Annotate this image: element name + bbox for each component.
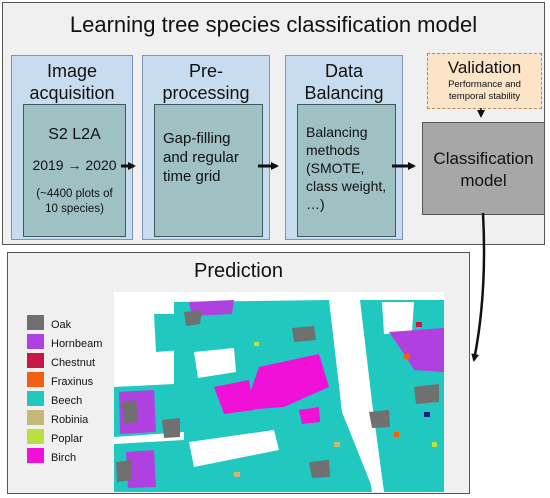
legend-swatch [27, 372, 44, 387]
stage-title-line: Balancing [304, 83, 384, 103]
stage-content-line: time grid [163, 168, 221, 185]
legend-label: Beech [51, 395, 83, 407]
validation-box: Validation Performance and temporal stab… [427, 53, 542, 109]
stage-pre-processing: Pre- processing Gap-filling and regular … [142, 55, 270, 240]
stage-title-line: Data [324, 61, 364, 81]
stage-content-line: class weight, [306, 178, 387, 194]
legend-label: Robinia [51, 414, 89, 426]
legend-swatch [27, 448, 44, 463]
legend-swatch [27, 410, 44, 425]
legend-swatch [27, 429, 44, 444]
stage-content-line: 10 species) [45, 203, 104, 215]
legend-label: Hornbeam [51, 338, 103, 350]
validation-subtitle-line: temporal stability [448, 91, 521, 102]
legend-swatch [27, 353, 44, 368]
legend-label: Poplar [51, 433, 83, 445]
stage-title-line: acquisition [29, 83, 115, 103]
stage-content-box: Gap-filling and regular time grid [154, 104, 263, 237]
stage-title: Data Balancing [286, 60, 402, 104]
legend-swatch [27, 334, 44, 349]
stage-content-line: (~4400 plots of [36, 188, 113, 200]
stage-image-acquisition: Image acquisition S2 L2A 2019 → 2020 (~4… [11, 55, 133, 240]
stage-title-line: processing [162, 83, 250, 103]
training-panel: Learning tree species classification mod… [2, 2, 545, 245]
legend-label: Fraxinus [51, 376, 94, 388]
stage-content-line: …) [306, 196, 325, 212]
stage-content-box: Balancing methods (SMOTE, class weight, … [297, 104, 396, 237]
stage-title-line: Pre- [188, 61, 223, 81]
stage-content-line: S2 L2A [48, 126, 101, 143]
legend-swatch [27, 391, 44, 406]
stage-content-line: Gap-filling [163, 130, 231, 147]
legend-label: Chestnut [51, 357, 96, 369]
classification-label-line: Classification [433, 149, 534, 168]
legend-label: Oak [51, 319, 72, 331]
diagram-title: Learning tree species classification mod… [69, 12, 478, 37]
classification-label-line: model [460, 171, 507, 190]
stage-content-line: 2019 → 2020 [32, 157, 117, 173]
prediction-map [114, 292, 444, 492]
stage-title: Image acquisition [12, 60, 132, 104]
legend-label: Birch [51, 452, 77, 464]
classification-model-box: Classification model [422, 122, 545, 215]
prediction-title: Prediction [194, 260, 283, 282]
stage-title: Pre- processing [143, 60, 269, 104]
legend-swatch [27, 315, 44, 330]
stage-content-box: S2 L2A 2019 → 2020 (~4400 plots of 10 sp… [23, 104, 126, 237]
stage-content-text: Balancing methods (SMOTE, class weight, … [306, 123, 391, 213]
validation-title: Validation [447, 58, 522, 77]
stage-data-balancing: Data Balancing Balancing methods (SMOTE,… [285, 55, 403, 240]
stage-content-line: (SMOTE, [306, 160, 365, 176]
stage-content-line: Balancing [306, 124, 368, 140]
stage-title-line: Image [46, 61, 98, 81]
stage-content-line: methods [306, 142, 360, 158]
stage-content-line: and regular [163, 149, 239, 166]
validation-subtitle-line: Performance and [448, 79, 521, 90]
validation-subtitle: Performance and temporal stability [428, 79, 541, 103]
stage-content-text: Gap-filling and regular time grid [163, 129, 258, 186]
